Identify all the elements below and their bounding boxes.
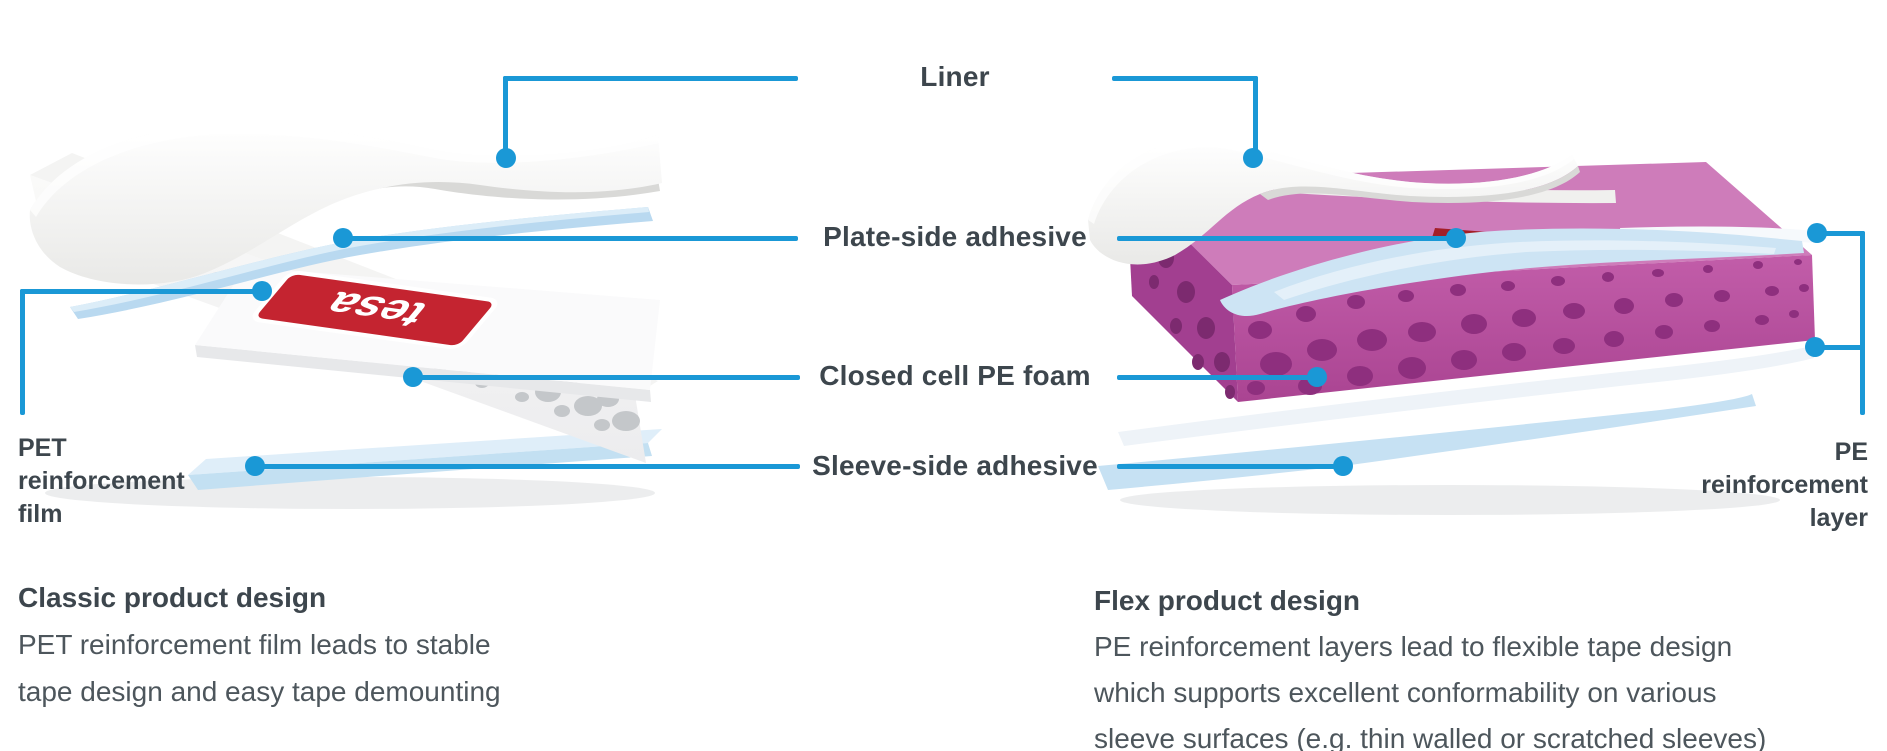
classic-tape-illustration: tesa bbox=[29, 124, 662, 509]
classic-foam-callout-line bbox=[413, 375, 800, 380]
flex-lower-pe-layer bbox=[1118, 346, 1814, 446]
sleeve-side-adhesive-label: Sleeve-side adhesive bbox=[812, 450, 1098, 481]
classic-caption-title: Classic product design bbox=[18, 582, 327, 613]
classic-caption-line-2: tape design and easy tape demounting bbox=[18, 676, 501, 707]
flex-caption-line-1: PE reinforcement layers lead to flexible… bbox=[1094, 631, 1733, 662]
classic-pet-film-layer: tesa bbox=[195, 267, 660, 402]
pe-reinforcement-layer-label: PE reinforcement layer bbox=[1701, 438, 1868, 532]
flex-caption: Flex product design PE reinforcement lay… bbox=[1094, 578, 1766, 751]
flex-shadow bbox=[1120, 485, 1780, 515]
classic-sleeve-adhesive-callout-dot bbox=[245, 456, 265, 476]
flex-caption-title: Flex product design bbox=[1094, 585, 1361, 616]
flex-sleeve-adhesive-callout-dot bbox=[1333, 456, 1353, 476]
classic-pet-film-callout-line bbox=[20, 289, 264, 294]
classic-liner-callout-line-vertical bbox=[503, 76, 508, 154]
flex-plate-adhesive-callout-line bbox=[1117, 236, 1456, 241]
flex-pe-layer-bottom-callout-dot bbox=[1805, 337, 1825, 357]
classic-liner-callout-dot bbox=[496, 148, 516, 168]
plate-side-adhesive-label: Plate-side adhesive bbox=[823, 221, 1087, 252]
flex-caption-line-3: sleeve surfaces (e.g. thin walled or scr… bbox=[1094, 723, 1767, 751]
classic-plate-adhesive-layer bbox=[70, 207, 653, 319]
flex-plate-adhesive-callout-dot bbox=[1446, 228, 1466, 248]
flex-sleeve-adhesive-callout-line bbox=[1117, 464, 1343, 469]
classic-plate-adhesive-callout-line bbox=[343, 236, 798, 241]
flex-plate-adhesive-layer bbox=[1220, 228, 1804, 317]
flex-liner-callout-line-vertical bbox=[1253, 76, 1258, 154]
classic-caption-line-1: PET reinforcement film leads to stable bbox=[18, 629, 491, 660]
flex-liner-callout-dot bbox=[1243, 148, 1263, 168]
flex-foam-callout-dot bbox=[1307, 367, 1327, 387]
classic-caption: Classic product design PET reinforcement… bbox=[18, 574, 501, 715]
flex-pe-layer-callout-bracket bbox=[1860, 231, 1865, 415]
flex-foam-holes-front bbox=[1247, 259, 1809, 395]
liner-label: Liner bbox=[920, 61, 990, 92]
flex-pe-layer-bottom-callout-line bbox=[1815, 345, 1865, 350]
closed-cell-pe-foam-label: Closed cell PE foam bbox=[819, 360, 1091, 391]
flex-pe-layer-top-callout-line bbox=[1817, 231, 1865, 236]
tesa-logo: tesa bbox=[252, 271, 498, 349]
classic-pet-film-callout-line-vertical bbox=[20, 289, 25, 415]
pet-reinforcement-film-label: PET reinforcement film bbox=[18, 434, 185, 528]
flex-caption-line-2: which supports excellent conformability … bbox=[1094, 677, 1717, 708]
flex-tape-illustration bbox=[1088, 139, 1816, 515]
classic-plate-adhesive-callout-dot bbox=[333, 228, 353, 248]
flex-liner-callout-line bbox=[1112, 76, 1258, 81]
flex-pe-layer-top-callout-dot bbox=[1807, 223, 1827, 243]
classic-pet-film-callout-dot bbox=[252, 281, 272, 301]
classic-liner-callout-line bbox=[503, 76, 798, 81]
flex-liner-layer bbox=[1088, 139, 1580, 265]
classic-sleeve-adhesive-callout-line bbox=[255, 464, 800, 469]
classic-foam-callout-dot bbox=[403, 367, 423, 387]
flex-foam-callout-line bbox=[1117, 375, 1317, 380]
